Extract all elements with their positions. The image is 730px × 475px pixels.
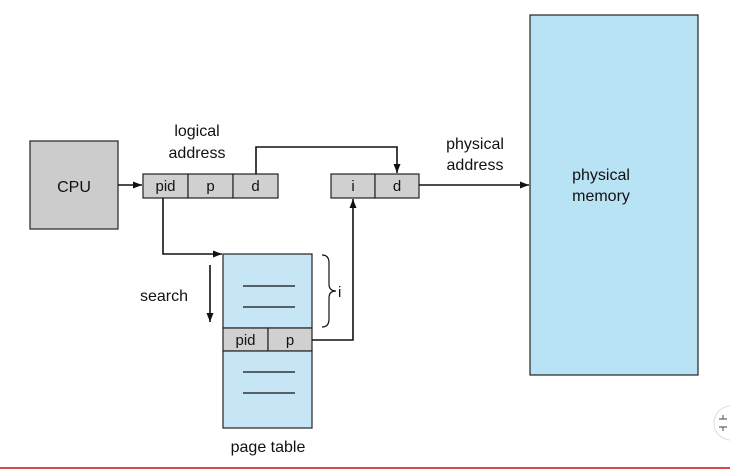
offset-d-arrow	[255, 146, 401, 174]
logical-field-pid-label: pid	[155, 178, 175, 195]
logical-field-p-label: p	[206, 178, 214, 195]
collapse-button-circle[interactable]	[713, 405, 730, 441]
index-brace-label: i	[338, 284, 341, 301]
physical-address-label-line2: address	[447, 157, 504, 174]
page-table-entry-p-label: p	[286, 332, 294, 349]
logical-address-label-line2: address	[169, 145, 226, 162]
logical-address-register: pid p d	[142, 173, 279, 199]
physical-memory-label-line2: memory	[572, 188, 630, 205]
physical-field-i	[330, 173, 376, 199]
collapse-arrows-icon[interactable]	[719, 415, 727, 431]
physical-field-d	[374, 173, 420, 199]
physical-address-register: i d	[330, 173, 420, 199]
logical-field-d-label: d	[251, 178, 259, 195]
page-table-label: page table	[231, 439, 306, 456]
cpu-label: CPU	[57, 179, 91, 196]
cpu-box	[29, 140, 119, 230]
physical-memory-label-line1: physical	[572, 167, 630, 184]
page-table-lower-section	[222, 350, 313, 429]
pid-to-page-table-arrow	[162, 198, 222, 258]
page-table-upper-section	[222, 253, 313, 329]
physical-address-label-line1: physical	[446, 136, 504, 153]
logical-field-pid	[142, 173, 189, 199]
collapse-button[interactable]	[713, 405, 730, 441]
physical-field-i-label: i	[351, 178, 354, 195]
page-table-entry-pid-label: pid	[235, 332, 255, 349]
physical-field-d-label: d	[393, 178, 401, 195]
search-label: search	[140, 288, 188, 305]
logical-field-p	[187, 173, 234, 199]
physical-memory-box	[529, 14, 699, 376]
logical-address-label-line1: logical	[174, 123, 219, 140]
entry-to-frame-arrow	[312, 199, 357, 341]
logical-field-d	[232, 173, 279, 199]
index-brace	[321, 254, 337, 328]
page-table: pid p	[222, 253, 313, 429]
